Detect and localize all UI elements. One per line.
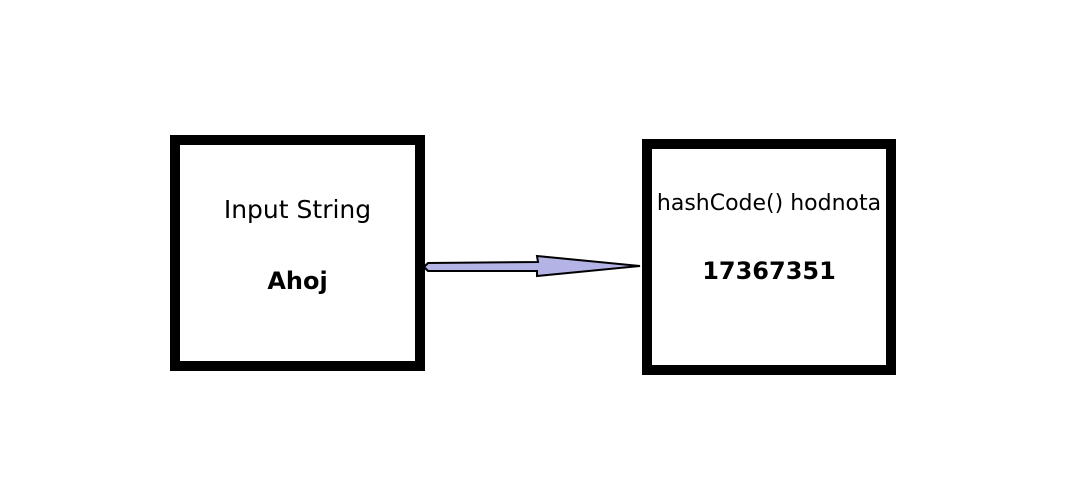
input-string-box: Input String Ahoj [170, 135, 425, 371]
input-box-value: Ahoj [267, 267, 328, 295]
hash-box-value: 17367351 [702, 257, 836, 285]
hashcode-value-box: hashCode() hodnota 17367351 [642, 139, 896, 375]
hash-box-title: hashCode() hodnota [656, 191, 882, 216]
input-box-title: Input String [223, 195, 372, 224]
arrow-shape [422, 254, 641, 278]
